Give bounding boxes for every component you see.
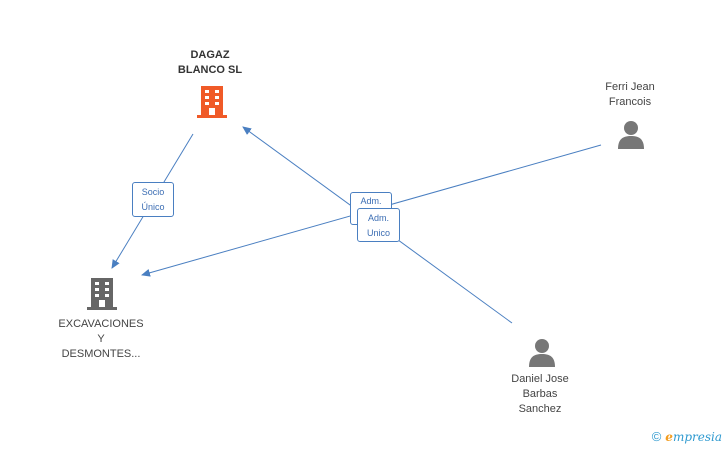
excavaciones-node-label[interactable]: EXCAVACIONES Y DESMONTES...: [58, 318, 144, 360]
empresia-logo-text: mpresia: [672, 429, 722, 444]
empresia-logo[interactable]: empresia: [665, 430, 722, 444]
building-icon[interactable]: [87, 277, 117, 311]
copyright-symbol: ©: [651, 429, 662, 444]
edge-label-adm-unico: Adm. Unico: [357, 208, 400, 242]
empresia-brand: © empresia: [652, 429, 722, 444]
dagaz-node-label[interactable]: DAGAZ BLANCO SL: [177, 49, 243, 76]
ferri-node-label[interactable]: Ferri Jean Francois: [605, 81, 655, 108]
edge-label-socio-unico: Socio Único: [132, 182, 174, 217]
person-icon[interactable]: [528, 338, 556, 368]
daniel-node-label[interactable]: Daniel Jose Barbas Sanchez: [511, 373, 569, 415]
building-icon[interactable]: [197, 85, 227, 119]
person-icon[interactable]: [617, 120, 645, 150]
empresia-logo-e: e: [665, 429, 673, 444]
